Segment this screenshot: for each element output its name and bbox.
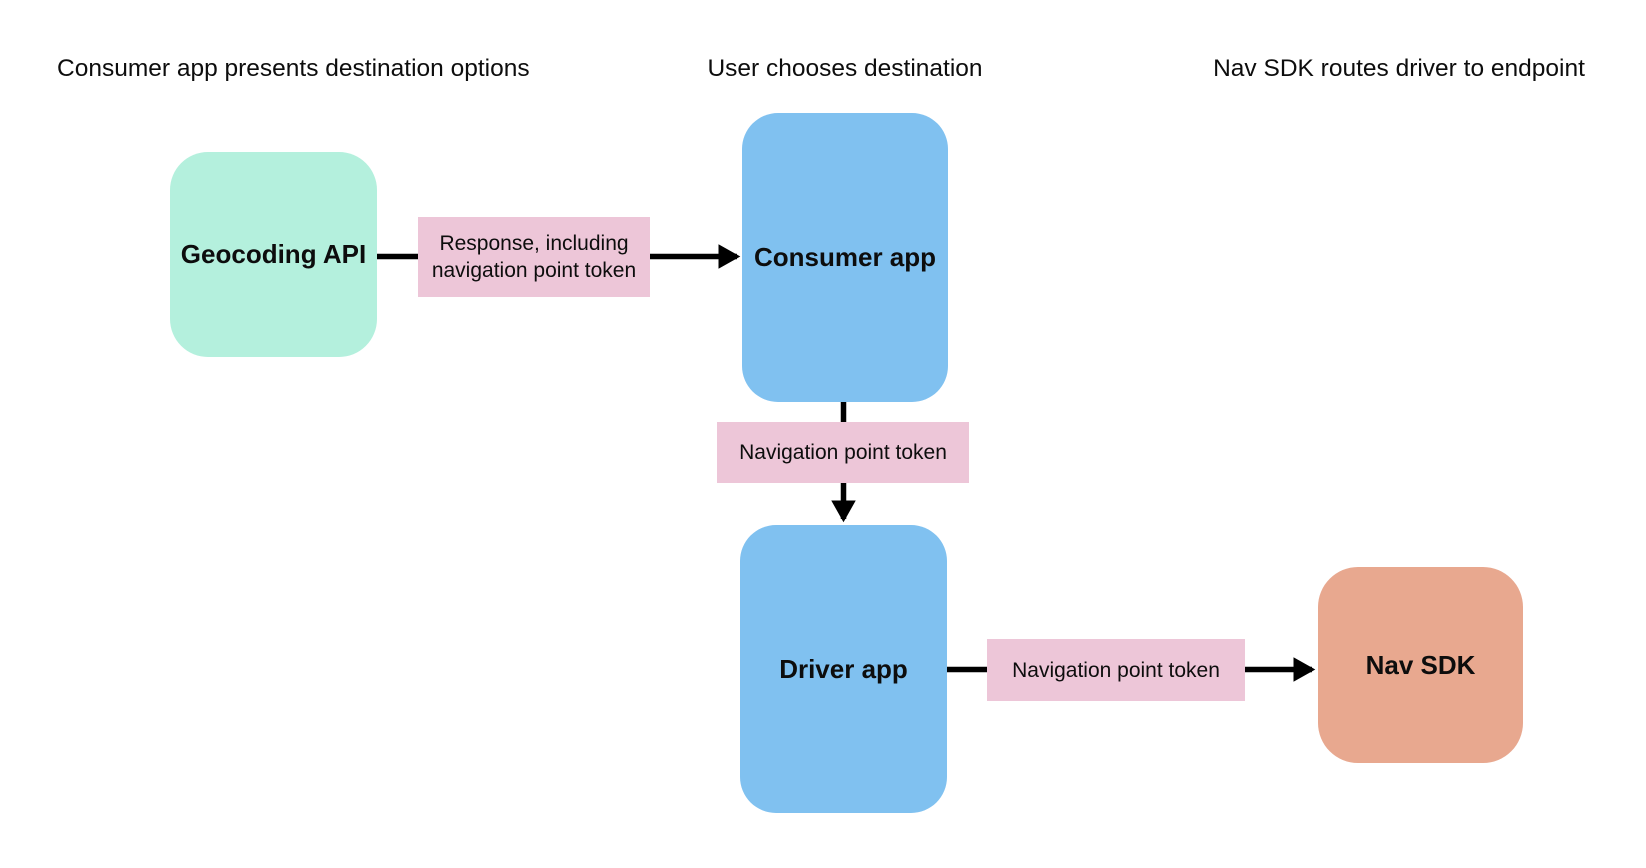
node-driver-app-label: Driver app	[779, 653, 908, 684]
column-header-navsdk-routes-driver: Nav SDK routes driver to endpoint	[1213, 55, 1585, 82]
node-driver-app: Driver app	[740, 525, 947, 813]
column-header-consumer-presents-options: Consumer app presents destination option…	[57, 55, 530, 82]
node-geocoding-api: Geocoding API	[170, 152, 377, 357]
node-geocoding-api-label: Geocoding API	[180, 239, 367, 269]
node-nav-sdk: Nav SDK	[1318, 567, 1523, 763]
edge-label-response-including-token: Response, including navigation point tok…	[418, 217, 650, 297]
node-consumer-app-label: Consumer app	[753, 242, 937, 272]
edge-label-navigation-point-token-2: Navigation point token	[987, 639, 1245, 701]
node-nav-sdk-label: Nav SDK	[1365, 649, 1476, 680]
edge-label-navigation-point-token-1: Navigation point token	[717, 422, 969, 483]
node-consumer-app: Consumer app	[742, 113, 948, 402]
column-header-user-chooses-destination: User chooses destination	[707, 55, 983, 82]
